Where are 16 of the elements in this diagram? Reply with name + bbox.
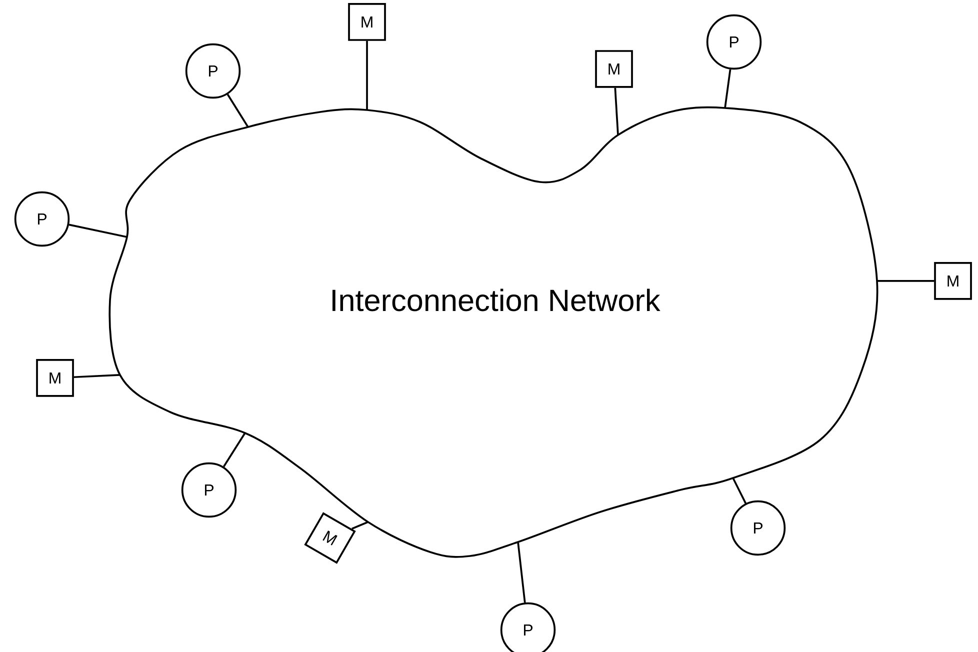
connector-line (877, 280, 934, 282)
connector-line (352, 521, 368, 530)
connector-line (517, 542, 526, 603)
connector-line (614, 88, 619, 136)
connector-line (732, 478, 746, 504)
connector-line (226, 94, 249, 128)
memory-box: M (348, 3, 386, 41)
connector-line (222, 432, 246, 468)
connector-line (724, 69, 732, 108)
memory-box: M (36, 359, 74, 397)
connector-line (74, 374, 120, 378)
memory-box: M (304, 512, 356, 564)
connector-line (68, 224, 128, 238)
memory-box: M (595, 50, 633, 88)
connector-line (366, 40, 368, 110)
memory-box: M (934, 262, 972, 300)
